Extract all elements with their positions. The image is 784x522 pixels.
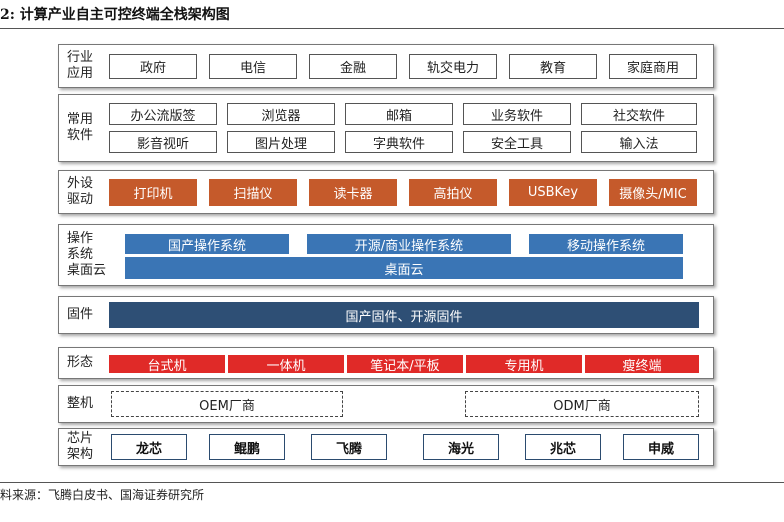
peripheral-card-reader: 读卡器	[309, 179, 397, 206]
footer-divider	[0, 482, 784, 483]
chip-zhaoxin: 兆芯	[525, 434, 601, 460]
figure-title: 2: 计算产业自主可控终端全栈架构图	[0, 7, 230, 23]
layer-label-chip: 芯片 架构	[67, 431, 94, 462]
layer-label-form: 形态	[67, 355, 94, 370]
peripheral-scanner: 扫描仪	[209, 179, 297, 206]
industry-government: 政府	[109, 54, 197, 79]
peripheral-usbkey: USBKey	[509, 179, 597, 206]
chip-loongson: 龙芯	[111, 434, 187, 460]
peripheral-camera-mic: 摄像头/MIC	[609, 179, 697, 206]
firmware-bar: 国产固件、开源固件	[109, 302, 699, 328]
software-input-method: 输入法	[581, 131, 697, 153]
layer-form-factor: 形态 台式机 一体机 笔记本/平板 专用机 瘦终端	[58, 347, 714, 379]
layer-chip-architecture: 芯片 架构 龙芯 鲲鹏 飞腾 海光 兆芯 申威	[58, 428, 714, 466]
source-note: 料来源：飞腾白皮书、国海证券研究所	[0, 488, 205, 502]
software-mail: 邮箱	[345, 103, 453, 125]
form-thin-client: 瘦终端	[585, 355, 699, 374]
software-browser: 浏览器	[227, 103, 335, 125]
layer-label-peripheral: 外设 驱动	[67, 176, 94, 207]
industry-home-business: 家庭商用	[609, 54, 697, 79]
industry-finance: 金融	[309, 54, 397, 79]
software-security: 安全工具	[463, 131, 571, 153]
software-business: 业务软件	[463, 103, 571, 125]
layer-firmware: 固件 国产固件、开源固件	[58, 296, 714, 334]
peripheral-document-camera: 高拍仪	[409, 179, 497, 206]
industry-education: 教育	[509, 54, 597, 79]
layer-common-software: 常用 软件 办公流版签 浏览器 邮箱 业务软件 社交软件 影音视听 图片处理 字…	[58, 94, 714, 162]
software-social: 社交软件	[581, 103, 697, 125]
form-special-purpose: 专用机	[466, 355, 582, 374]
desktop-cloud-bar: 桌面云	[125, 257, 683, 279]
layer-peripheral-drivers: 外设 驱动 打印机 扫描仪 读卡器 高拍仪 USBKey 摄像头/MIC	[58, 170, 714, 214]
os-domestic: 国产操作系统	[125, 234, 289, 254]
oem-vendors: OEM厂商	[111, 391, 343, 417]
os-mobile: 移动操作系统	[529, 234, 683, 254]
layer-industry-applications: 行业 应用 政府 电信 金融 轨交电力 教育 家庭商用	[58, 44, 714, 88]
layer-complete-machine: 整机 OEM厂商 ODM厂商	[58, 385, 714, 423]
os-open-commercial: 开源/商业操作系统	[307, 234, 511, 254]
chip-kunpeng: 鲲鹏	[209, 434, 285, 460]
layer-label-industry: 行业 应用	[67, 50, 94, 81]
peripheral-printer: 打印机	[109, 179, 197, 206]
industry-telecom: 电信	[209, 54, 297, 79]
odm-vendors: ODM厂商	[465, 391, 699, 417]
software-image: 图片处理	[227, 131, 335, 153]
form-all-in-one: 一体机	[228, 355, 344, 374]
layer-label-firmware: 固件	[67, 307, 94, 322]
chip-sunway: 申威	[623, 434, 699, 460]
layer-os-desktop-cloud: 操作 系统 桌面云 国产操作系统 开源/商业操作系统 移动操作系统 桌面云	[58, 224, 714, 286]
chip-hygon: 海光	[423, 434, 499, 460]
software-media: 影音视听	[109, 131, 217, 153]
form-desktop: 台式机	[109, 355, 225, 374]
software-dictionary: 字典软件	[345, 131, 453, 153]
chip-phytium: 飞腾	[311, 434, 387, 460]
title-divider	[0, 28, 784, 29]
form-laptop-tablet: 笔记本/平板	[347, 355, 463, 374]
industry-rail-power: 轨交电力	[409, 54, 497, 79]
layer-label-complete: 整机	[67, 396, 94, 411]
layer-label-os: 操作 系统 桌面云	[67, 231, 107, 278]
software-office-suite: 办公流版签	[109, 103, 217, 125]
layer-label-software: 常用 软件	[67, 112, 94, 143]
